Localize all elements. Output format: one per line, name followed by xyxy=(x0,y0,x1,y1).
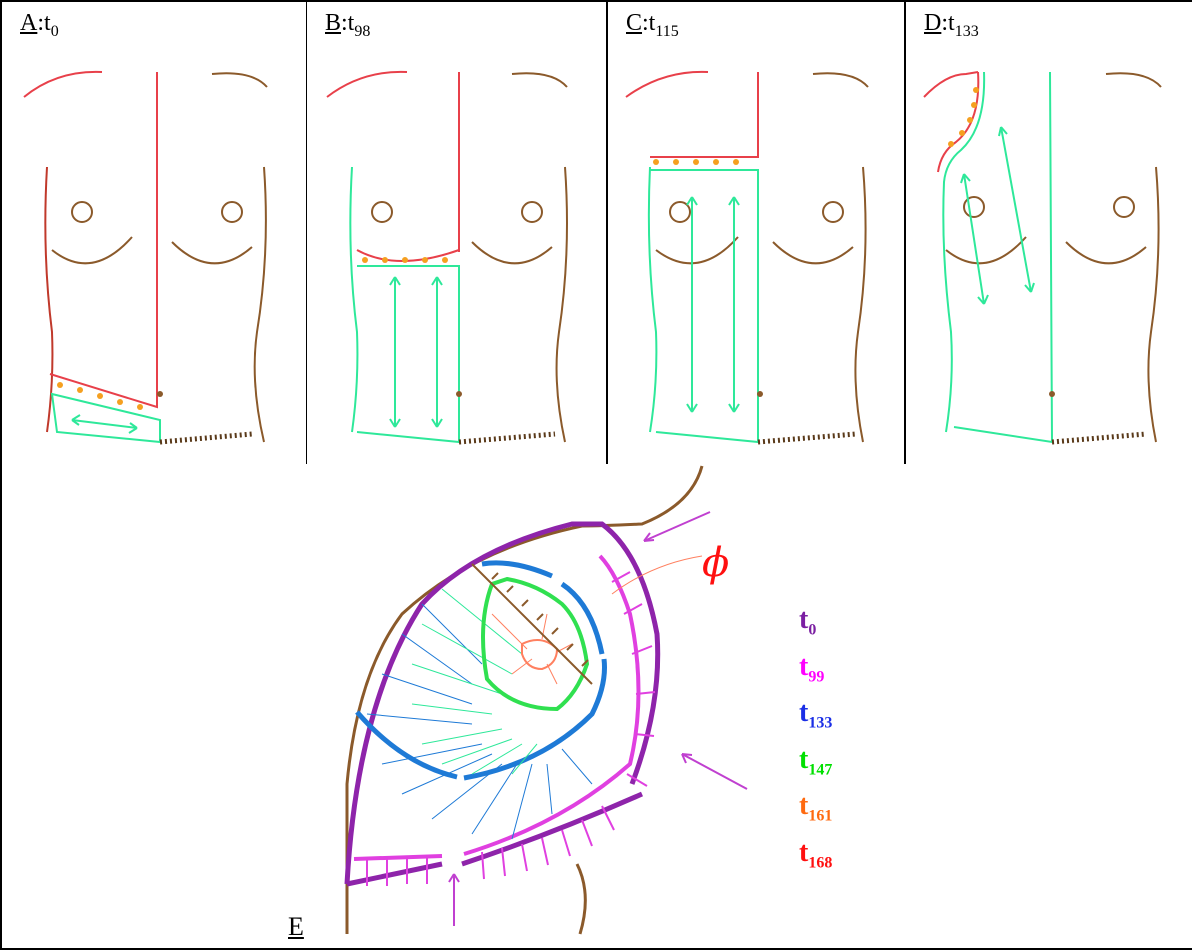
panel-b: B:t98 xyxy=(306,0,608,466)
panel-e-label: E xyxy=(288,912,304,942)
torso-drawing-d xyxy=(906,2,1191,464)
panel-d: D:t133 xyxy=(905,0,1192,466)
panel-e: ϕ E t0 t99 t133 t147 t161 t168 xyxy=(0,464,1192,950)
timepoint-legend: t0 t99 t133 t147 t161 t168 xyxy=(799,602,832,882)
legend-t161: t161 xyxy=(799,788,832,835)
torso-drawing-b xyxy=(307,2,607,464)
torso-drawing-a xyxy=(2,2,306,464)
legend-t99: t99 xyxy=(799,649,832,696)
panel-a: A:t0 xyxy=(0,0,308,466)
legend-t133: t133 xyxy=(799,695,832,742)
legend-t168: t168 xyxy=(799,835,832,882)
phi-symbol: ϕ xyxy=(702,540,729,586)
legend-t147: t147 xyxy=(799,742,832,789)
legend-t0: t0 xyxy=(799,602,832,649)
wound-contraction-diagram xyxy=(2,464,1192,948)
torso-drawing-c xyxy=(608,2,905,464)
panel-c: C:t115 xyxy=(607,0,906,466)
